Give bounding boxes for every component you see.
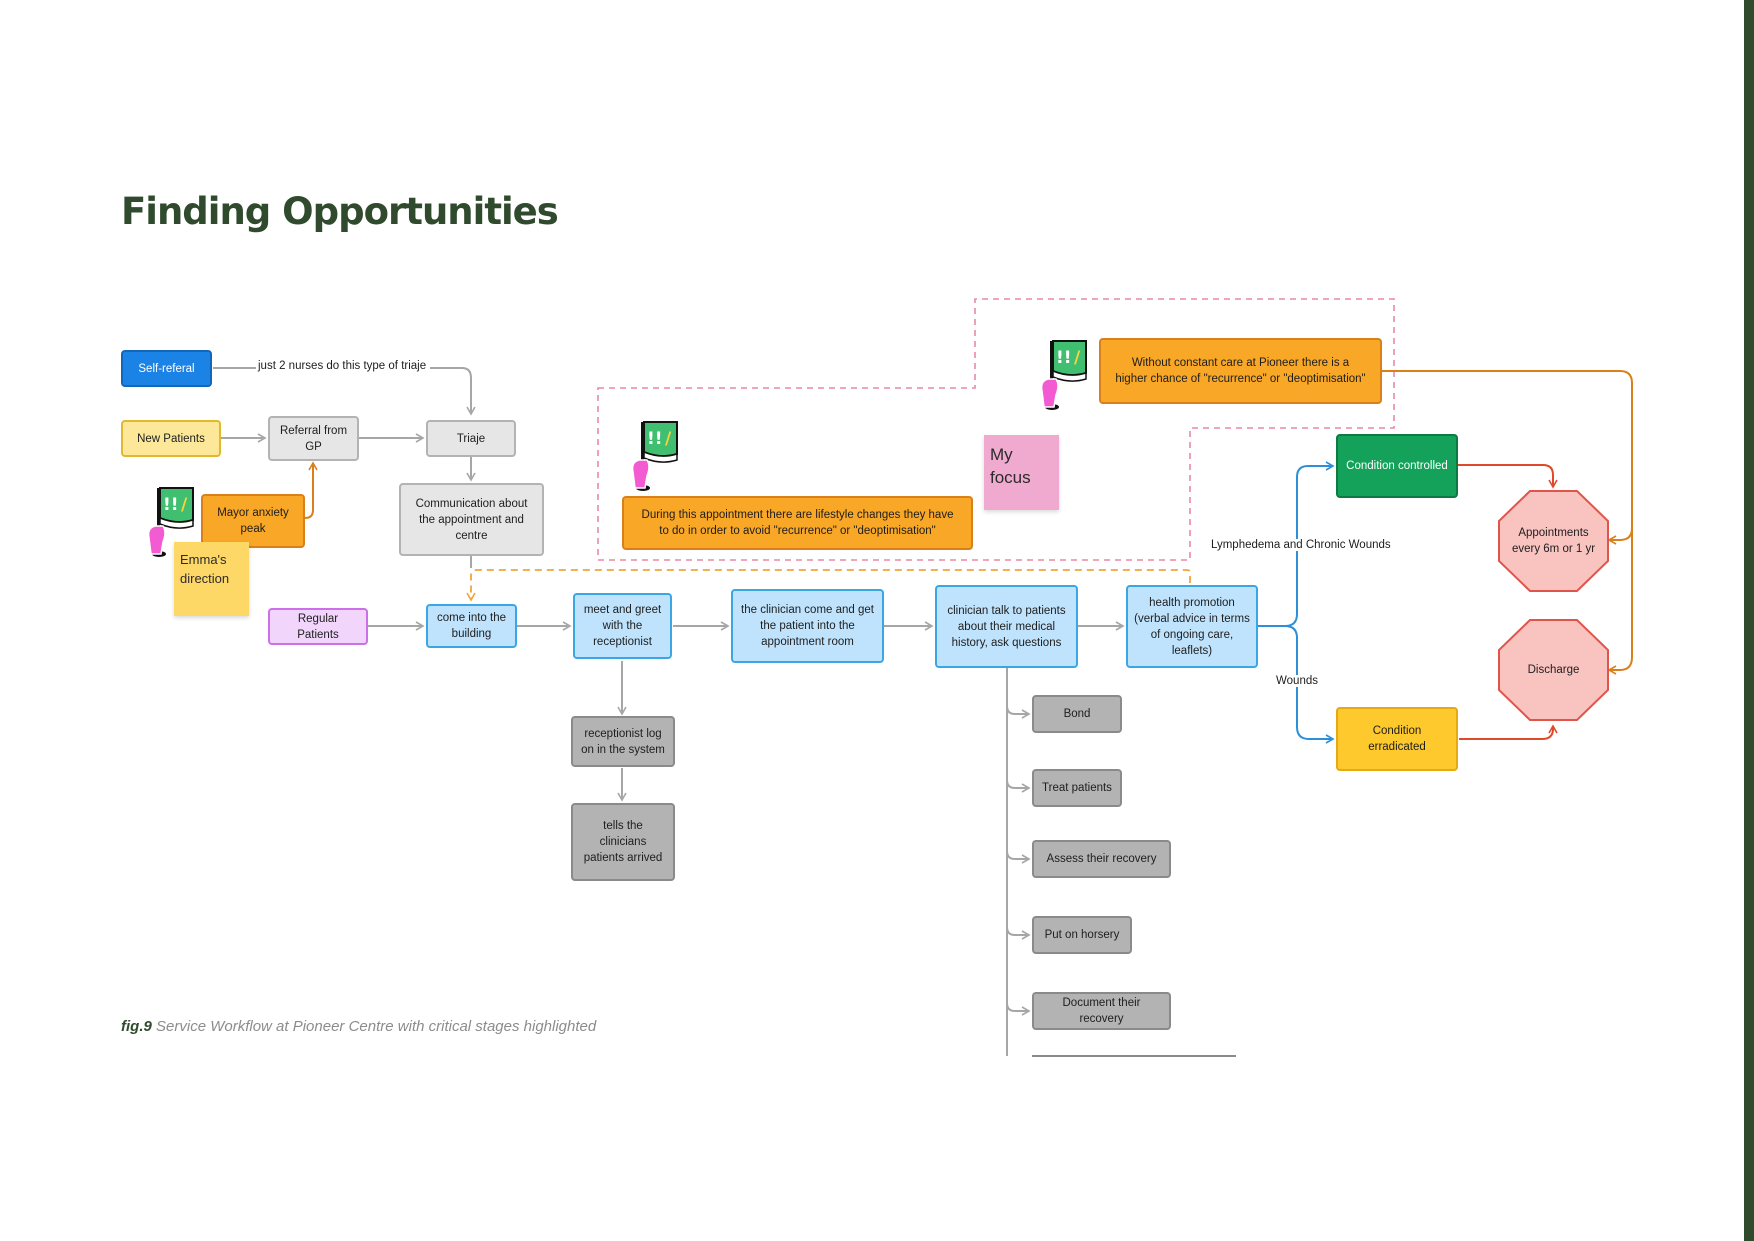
- come-into-building-node: come into the building: [426, 604, 517, 648]
- clinician-talk-node: clinician talk to patients about their m…: [935, 585, 1078, 668]
- svg-text:!!: !!: [163, 495, 179, 515]
- discharge-label: Discharge: [1527, 664, 1580, 676]
- page-title: Finding Opportunities: [121, 190, 559, 233]
- my-focus-sticky: My focus: [984, 435, 1059, 510]
- svg-text:/: /: [665, 429, 672, 449]
- condition-controlled-node: Condition controlled: [1336, 434, 1458, 498]
- treat-patients-node: Treat patients: [1032, 769, 1122, 807]
- communication-node: Communication about the appointment and …: [399, 483, 544, 556]
- svg-text:!!: !!: [647, 429, 663, 449]
- svg-text:!!: !!: [1056, 348, 1072, 368]
- flag-alert-icon: !! /: [1036, 333, 1092, 413]
- document-recovery-node: Document their recovery: [1032, 992, 1171, 1030]
- emma-direction-sticky: Emma's direction: [174, 542, 249, 616]
- svg-text:/: /: [1074, 348, 1081, 368]
- figure-number: fig.9: [121, 1018, 152, 1035]
- regular-patients-node: Regular Patients: [268, 608, 368, 645]
- flag-alert-icon: !! /: [627, 414, 683, 494]
- flag-alert-icon: !! /: [143, 480, 199, 560]
- self-referral-node: Self-referal: [121, 350, 212, 387]
- tells-clinicians-node: tells the clinicians patients arrived: [571, 803, 675, 881]
- referral-gp-node: Referral from GP: [268, 416, 359, 461]
- without-care-node: Without constant care at Pioneer there i…: [1099, 338, 1382, 404]
- discharge-node: Discharge: [1498, 619, 1609, 721]
- bond-node: Bond: [1032, 695, 1122, 733]
- new-patients-node: New Patients: [121, 420, 221, 457]
- health-promotion-node: health promotion (verbal advice in terms…: [1126, 585, 1258, 668]
- mayor-anxiety-node: Mayor anxiety peak: [201, 494, 305, 548]
- triaje-node: Triaje: [426, 420, 516, 457]
- assess-recovery-node: Assess their recovery: [1032, 840, 1171, 878]
- meet-greet-node: meet and greet with the receptionist: [573, 593, 672, 659]
- right-edge-bar: [1744, 0, 1754, 1241]
- loop-back-connector: [466, 569, 1191, 602]
- lymphedema-label: Lymphedema and Chronic Wounds: [1209, 539, 1393, 551]
- horsery-node: Put on horsery: [1032, 916, 1132, 954]
- figure-caption-text: Service Workflow at Pioneer Centre with …: [156, 1018, 597, 1035]
- appointments-node: Appointments every 6m or 1 yr: [1498, 490, 1609, 592]
- svg-text:/: /: [181, 495, 188, 515]
- highlight-region: [597, 298, 1395, 561]
- receptionist-log-node: receptionist log on in the system: [571, 716, 675, 767]
- lifestyle-changes-node: During this appointment there are lifest…: [622, 496, 973, 550]
- condition-erradicated-node: Condition erradicated: [1336, 707, 1458, 771]
- triaje-note-label: just 2 nurses do this type of triaje: [256, 360, 429, 372]
- wounds-label: Wounds: [1274, 675, 1320, 687]
- appointments-label: Appointments every 6m or 1 yr: [1511, 527, 1596, 555]
- clinician-come-node: the clinician come and get the patient i…: [731, 589, 884, 663]
- figure-caption: fig.9 Service Workflow at Pioneer Centre…: [121, 1018, 596, 1035]
